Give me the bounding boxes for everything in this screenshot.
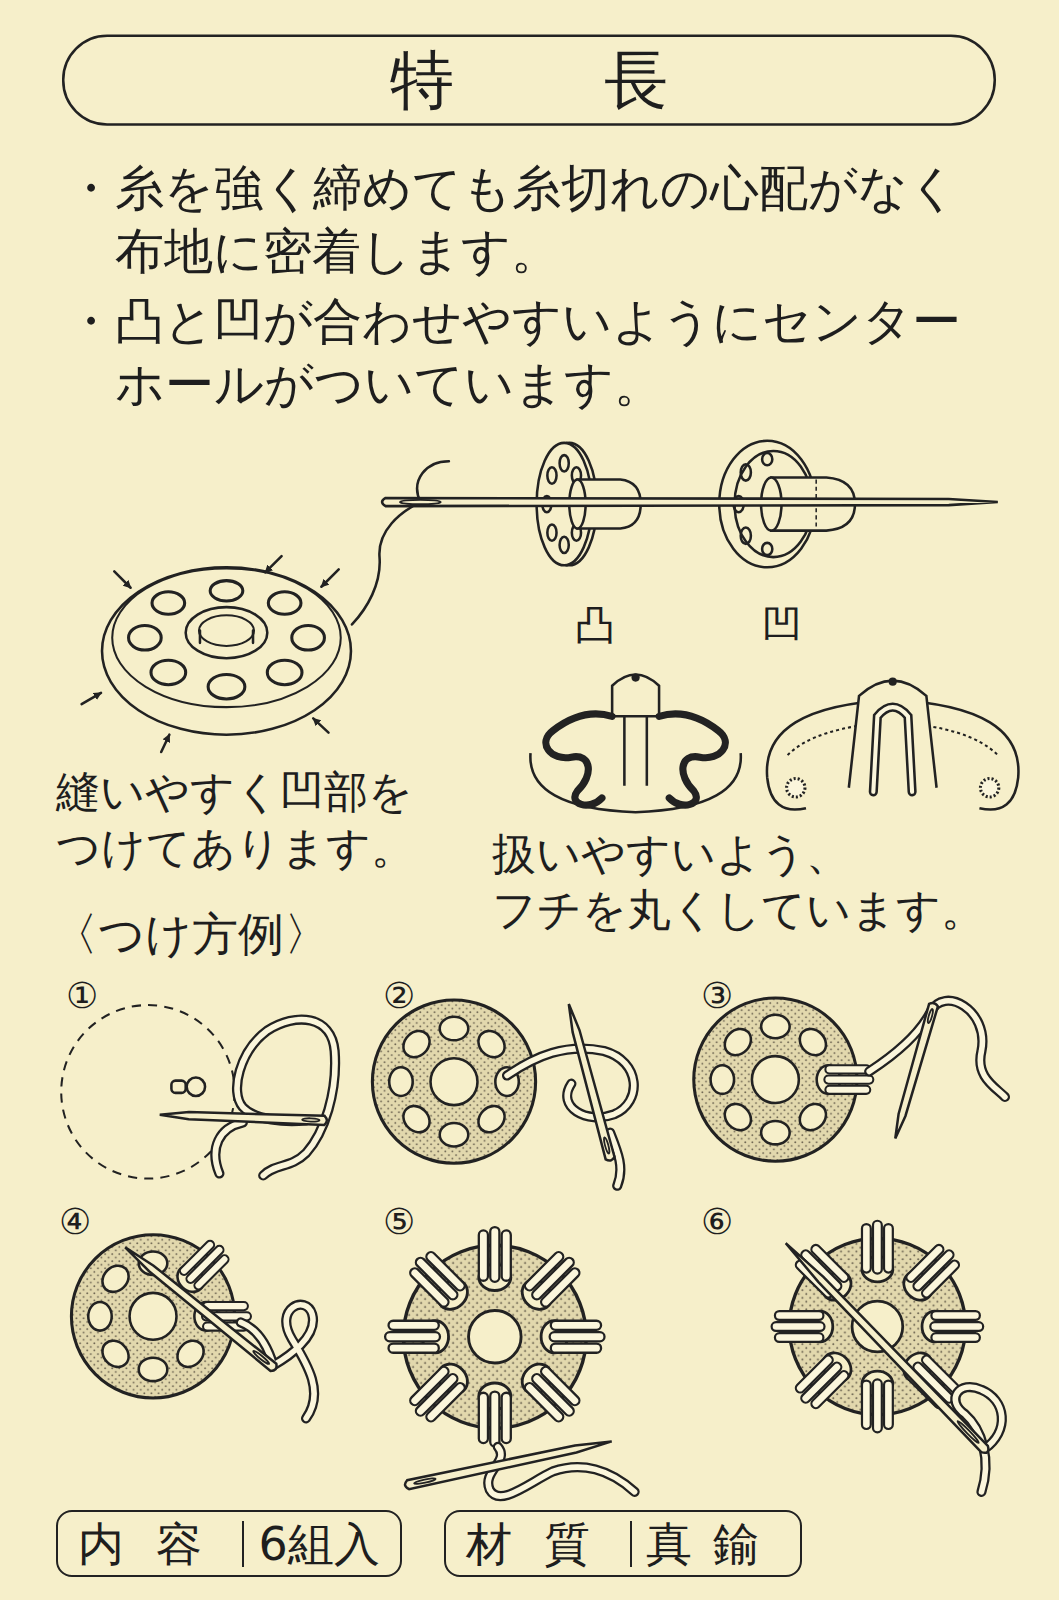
callout-text: 縫いやすく凹部を つけてあります。 bbox=[56, 764, 456, 876]
step-number: ② bbox=[383, 977, 415, 1015]
title-band bbox=[63, 36, 994, 125]
step-5-figure bbox=[385, 1227, 634, 1496]
feature-note: ・糸を強く締めても糸切れの心配がなく 布地に密着します。 bbox=[66, 157, 1041, 283]
cross-sections bbox=[530, 673, 1018, 812]
step-number: ⑥ bbox=[701, 1203, 733, 1241]
snap-perspective bbox=[82, 556, 351, 752]
step-4-figure bbox=[71, 1235, 314, 1419]
section-heading: 〈つけ方例〉 bbox=[52, 908, 330, 960]
title-text: 特長 bbox=[63, 36, 995, 124]
step-2-figure bbox=[372, 1000, 633, 1186]
feature-note: ・凸と凹が合わせやすいようにセンター ホールがついています。 bbox=[66, 290, 1041, 416]
step-number: ③ bbox=[701, 977, 733, 1015]
info-key: 材質 bbox=[466, 1521, 622, 1567]
callout-text: 扱いやすいよう、 フチを丸くしています。 bbox=[492, 826, 1032, 938]
step-3-figure bbox=[694, 998, 1005, 1161]
step-number: ④ bbox=[59, 1203, 91, 1241]
part-symbol: 凹 bbox=[762, 603, 802, 647]
part-symbol: 凸 bbox=[575, 603, 615, 647]
info-key: 内容 bbox=[78, 1521, 234, 1567]
needle-thread-figure bbox=[352, 441, 998, 625]
info-box: 材質真鍮 bbox=[444, 1510, 802, 1577]
info-value: 6組入 bbox=[242, 1521, 379, 1567]
info-value: 真鍮 bbox=[630, 1521, 779, 1567]
info-box: 内容6組入 bbox=[56, 1510, 402, 1577]
step-number: ① bbox=[66, 977, 98, 1015]
step-6-figure bbox=[772, 1221, 1002, 1492]
step-number: ⑤ bbox=[383, 1203, 415, 1241]
step-1-figure bbox=[61, 1005, 335, 1178]
